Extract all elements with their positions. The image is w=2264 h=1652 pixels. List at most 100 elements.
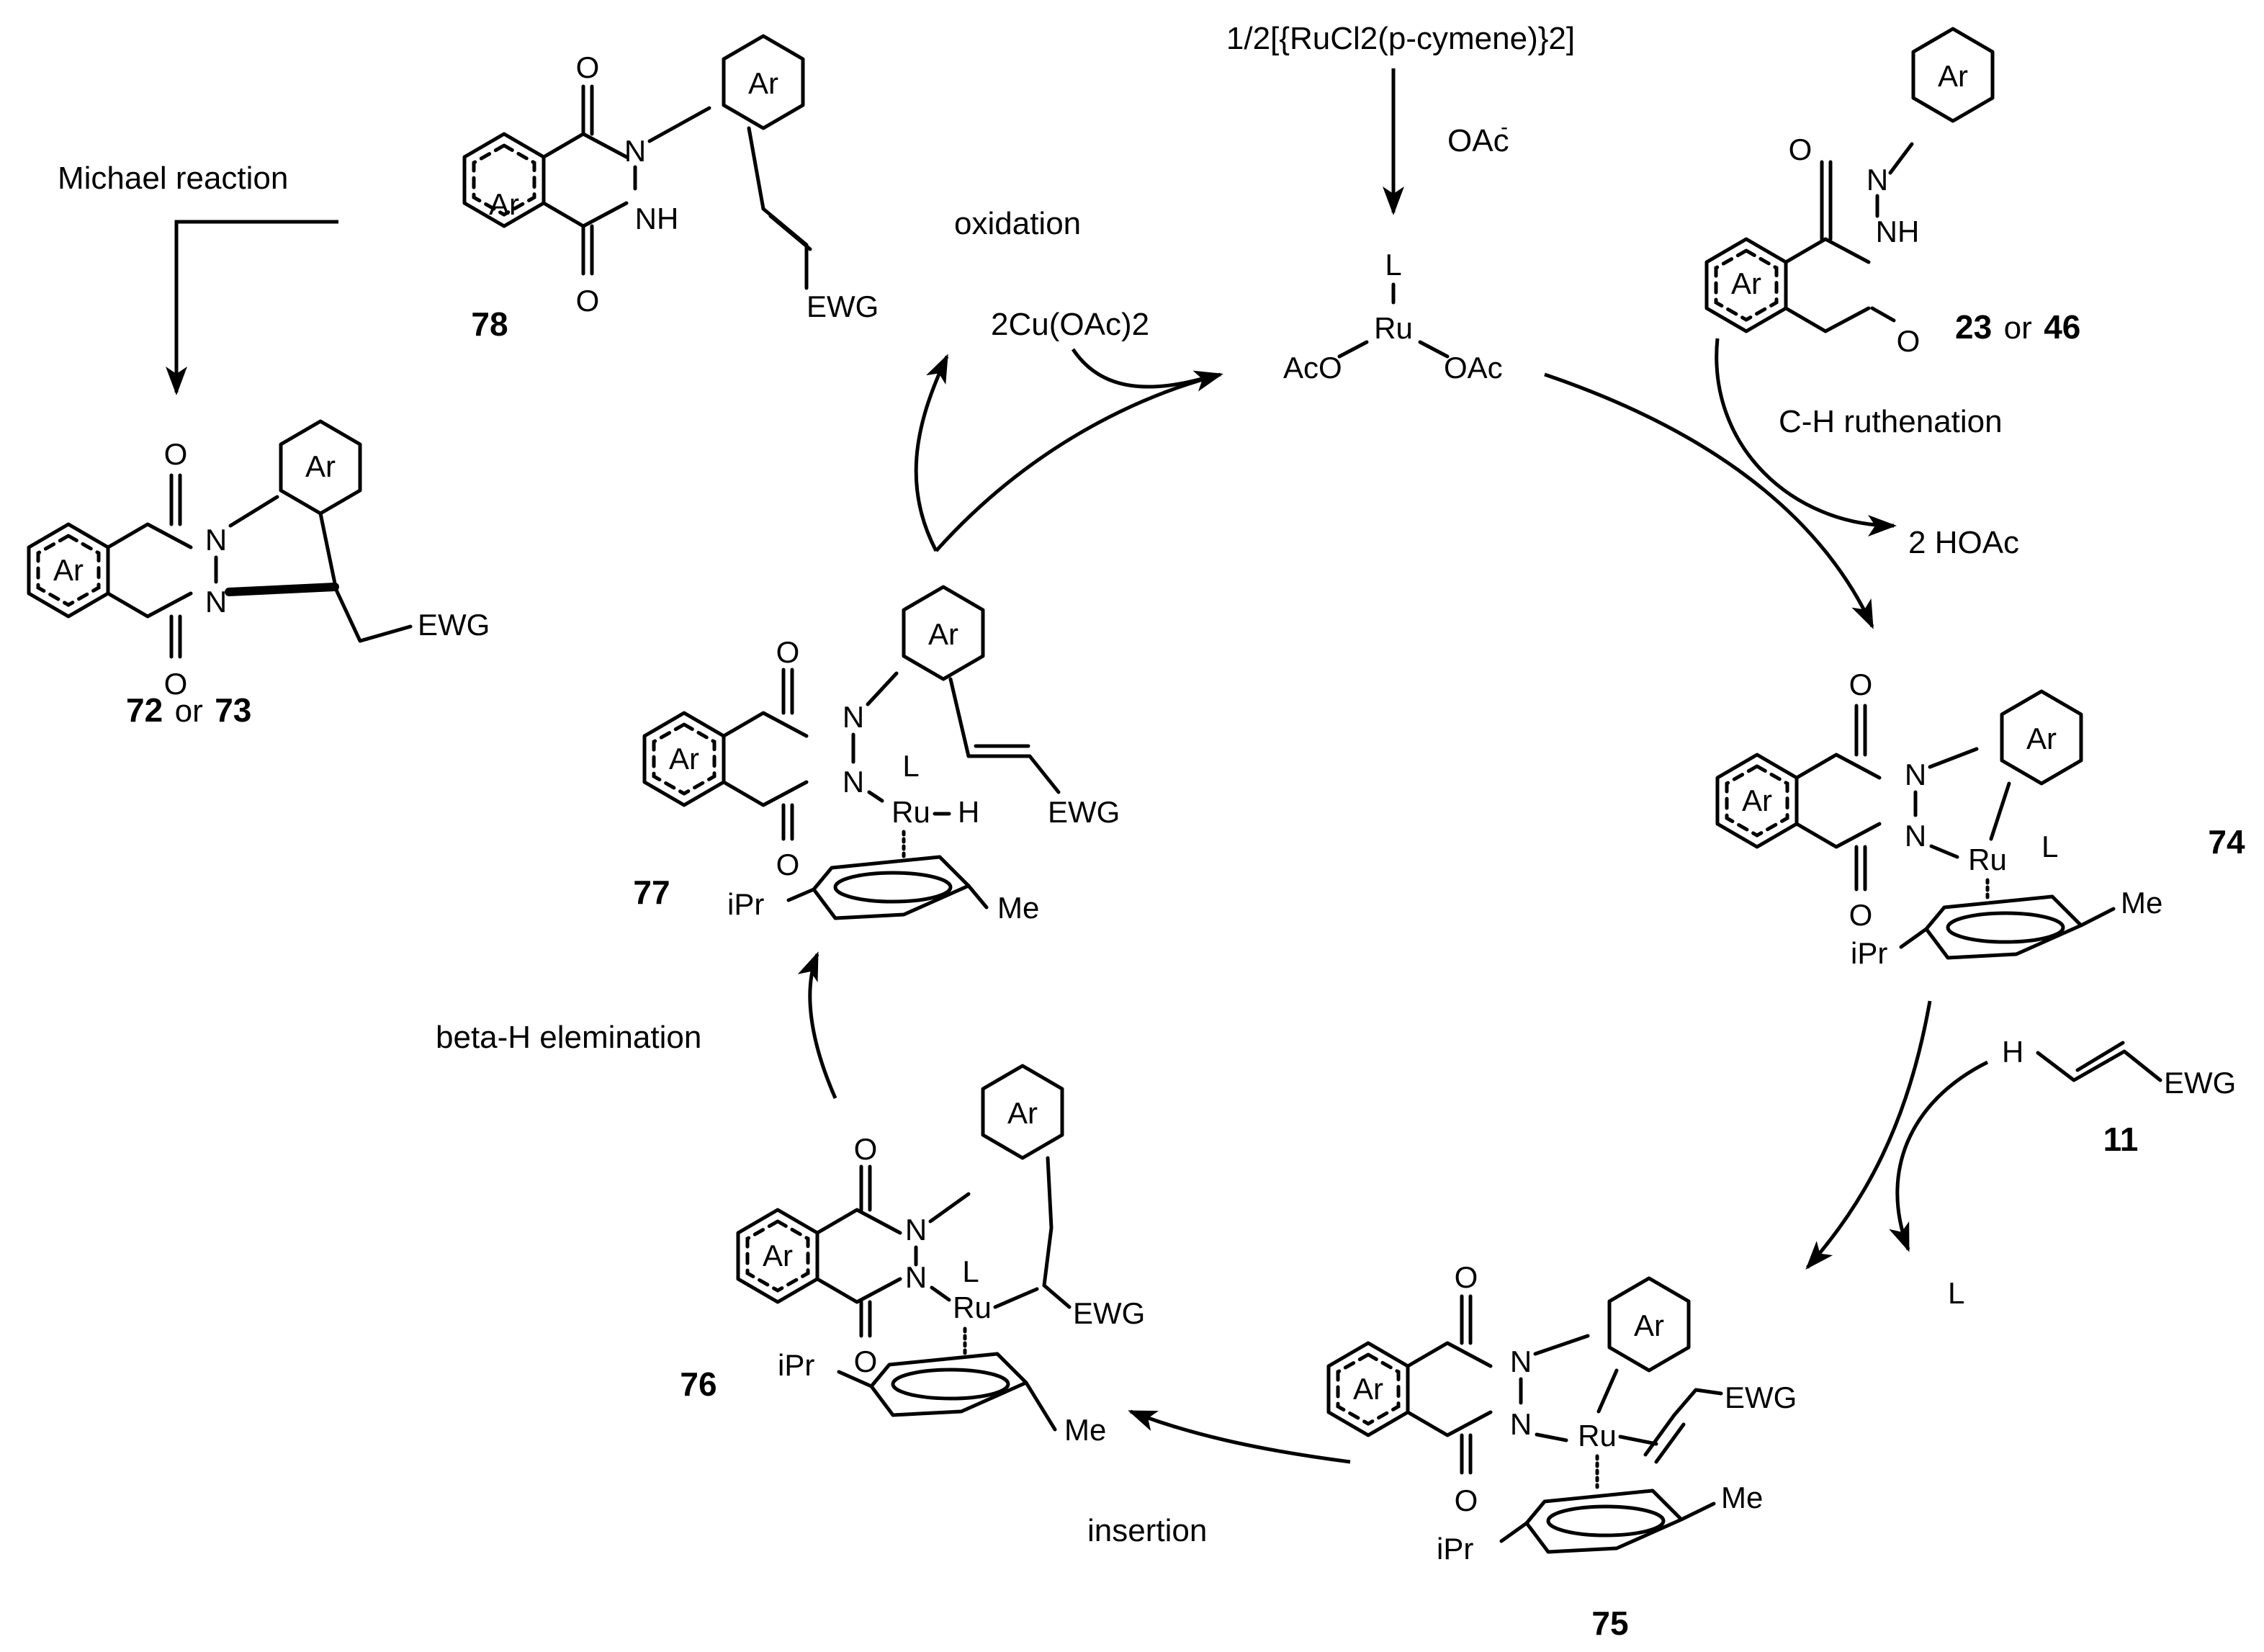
c23-fused-aromatic bbox=[1714, 248, 1779, 322]
c72-aryl-ar: Ar bbox=[305, 449, 336, 483]
coordination-step: H EWG 11 L bbox=[1805, 1000, 2236, 1310]
c76-me: Me bbox=[1064, 1413, 1106, 1447]
c11-h: H bbox=[2002, 1035, 2023, 1069]
ruthenation-step: C-H ruthenation 2 HOAc bbox=[1544, 338, 2019, 629]
c75-aryl-ru bbox=[1596, 1368, 1619, 1414]
oxidation-arrow-branch bbox=[914, 354, 949, 552]
c23-aryl-ring bbox=[1911, 27, 1995, 123]
compound-11-label: 11 bbox=[2103, 1121, 2139, 1158]
compound-73: 73 bbox=[215, 691, 251, 729]
c77-ewg: EWG bbox=[1048, 795, 1120, 829]
c77-ru: Ru bbox=[891, 795, 930, 829]
beta-h-step: beta-H elemination bbox=[436, 951, 837, 1100]
c75-me: Me bbox=[1721, 1481, 1763, 1514]
compound-77-label: 77 bbox=[633, 874, 670, 911]
compound-77-structure: Ar O O N N Ar EWG L Ru H Me iPr 77 bbox=[633, 585, 1120, 925]
c75-o-top: O bbox=[1455, 1260, 1478, 1294]
c76-ru: Ru bbox=[953, 1290, 992, 1324]
oxidant-entry bbox=[1071, 348, 1218, 389]
c76-ipr: iPr bbox=[778, 1348, 814, 1382]
c72-o-top: O bbox=[164, 437, 188, 471]
c75-ipr-bond bbox=[1499, 1521, 1529, 1543]
compound-72-73-label: 72 or 73 bbox=[126, 691, 251, 729]
c77-n-bottom: N bbox=[843, 765, 864, 799]
c77-carbonyl-bottom bbox=[722, 780, 809, 807]
c74-o-top: O bbox=[1849, 668, 1873, 701]
c75-n-aryl bbox=[1533, 1334, 1590, 1356]
compound-74-label: 74 bbox=[2208, 823, 2245, 861]
c72-n-top: N bbox=[205, 523, 227, 557]
c23-nh: NH bbox=[1876, 215, 1920, 248]
c11-ewg: EWG bbox=[2164, 1066, 2236, 1100]
c77-h: H bbox=[958, 795, 979, 829]
c74-me-bond bbox=[2079, 907, 2116, 928]
michael-arrow bbox=[166, 220, 338, 395]
c72-n-bottom: N bbox=[205, 585, 227, 619]
compound-75-structure: Ar O O N N Ar Ru EWG Me iPr 75 bbox=[1326, 1260, 1797, 1642]
c23-aryl-ar: Ar bbox=[1938, 59, 1968, 93]
c78-o-top: O bbox=[576, 50, 600, 84]
c78-n: N bbox=[624, 134, 646, 168]
c76-l: L bbox=[962, 1254, 979, 1288]
c75-cymene-aromatic bbox=[1546, 1504, 1666, 1537]
ruthenation-label: C-H ruthenation bbox=[1779, 404, 2003, 439]
c74-aryl-ring bbox=[2000, 689, 2083, 786]
c11-olefin-double bbox=[2075, 1041, 2125, 1072]
c23-o-top: O bbox=[1789, 133, 1812, 166]
c23-n-aryl bbox=[1888, 142, 1914, 175]
c78-fused-aromatic bbox=[472, 143, 536, 217]
c78-vinyl-chain bbox=[747, 126, 809, 290]
c74-n-bottom: N bbox=[1905, 819, 1926, 853]
c78-o-bottom: O bbox=[576, 284, 600, 318]
c78-carbonyl-top bbox=[542, 132, 629, 159]
beta-h-arrow bbox=[797, 951, 837, 1100]
c77-fused-aromatic bbox=[652, 722, 717, 796]
c75-o-bottom: O bbox=[1455, 1483, 1478, 1517]
compound-78-label: 78 bbox=[471, 305, 508, 343]
oxidation-step: oxidation 2Cu(OAc)2 bbox=[914, 206, 1223, 552]
c74-aryl-ar: Ar bbox=[2026, 722, 2057, 755]
c74-l: L bbox=[2041, 830, 2058, 863]
compound-23-46-label: 23 or 46 bbox=[1955, 308, 2080, 346]
c76-me-bond bbox=[1024, 1381, 1057, 1432]
c23-carbonyl-bottom bbox=[1784, 306, 1871, 333]
c23-carbonyl-top bbox=[1784, 237, 1871, 264]
c75-carbonyl-top bbox=[1406, 1341, 1493, 1368]
released-ligand: L bbox=[1948, 1276, 1964, 1310]
c76-o-top: O bbox=[854, 1132, 878, 1166]
c77-cymene-aromatic bbox=[833, 871, 953, 904]
c77-n-top: N bbox=[843, 700, 864, 734]
catalyst-ligand: L bbox=[1385, 248, 1401, 282]
c72-o-bottom: O bbox=[164, 667, 188, 701]
compound-75-label: 75 bbox=[1591, 1604, 1628, 1642]
c78-ar-label: Ar bbox=[489, 187, 519, 221]
c77-n-ru bbox=[867, 790, 884, 803]
compound-76-structure: Ar O O N N Ar EWG L Ru Me iPr 76 bbox=[680, 1064, 1145, 1447]
c76-o-bottom: O bbox=[854, 1345, 878, 1378]
ruthenation-arrow bbox=[1544, 372, 1874, 629]
c76-carbonyl-bottom bbox=[815, 1277, 902, 1304]
c72-wedge-bond bbox=[225, 583, 339, 596]
c72-n-aryl bbox=[228, 495, 279, 528]
c76-ewg: EWG bbox=[1073, 1296, 1145, 1330]
c76-n-aryl bbox=[928, 1192, 971, 1224]
c74-n-aryl bbox=[1928, 747, 1979, 769]
c77-aryl-ring bbox=[902, 585, 985, 681]
compound-72: 72 bbox=[126, 691, 163, 729]
c77-ipr-bond bbox=[786, 887, 816, 902]
c78-nh: NH bbox=[635, 202, 679, 235]
c75-me-bond bbox=[1679, 1501, 1716, 1522]
compound-78-structure: Ar O O N NH Ar EWG 78 bbox=[462, 34, 879, 343]
c77-o-bottom: O bbox=[776, 848, 800, 881]
c74-carbonyl-bottom bbox=[1794, 822, 1882, 849]
compound-74-structure: Ar O O N N Ar Ru L Me iPr 74 bbox=[1715, 668, 2245, 970]
catalyst-aco: AcO bbox=[1283, 351, 1342, 385]
compound-23: 23 bbox=[1955, 308, 1992, 346]
c78-carbonyl-bottom bbox=[542, 201, 629, 228]
c77-aryl-ar: Ar bbox=[928, 617, 958, 651]
c23-co-bottom bbox=[1870, 306, 1896, 323]
c72-ewg-chain bbox=[333, 585, 413, 643]
catalyst-formation: 1/2[{RuCl2(p-cymene)}2] OAc - bbox=[1226, 21, 1575, 215]
insertion-arrow bbox=[1128, 1409, 1351, 1464]
